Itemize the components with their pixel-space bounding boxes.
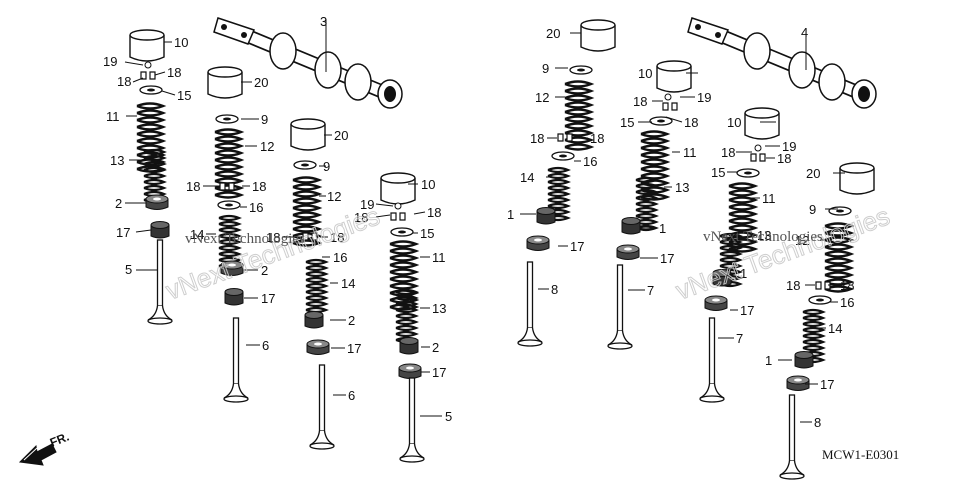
callout: 20 <box>806 166 820 181</box>
callout: 18 <box>117 74 131 89</box>
callout: 14 <box>190 227 204 242</box>
callout: 1 <box>507 207 514 222</box>
callout: 19 <box>103 54 117 69</box>
callout: 12 <box>327 189 341 204</box>
callout: 13 <box>432 301 446 316</box>
callout: 18 <box>786 278 800 293</box>
watermark-right: vNext Technologies vNext Technologies <box>671 200 894 306</box>
right-assembly-column-3 <box>699 107 780 403</box>
callout: 18 <box>721 145 735 160</box>
callout: 18 <box>633 94 647 109</box>
callout: 15 <box>420 226 434 241</box>
callout: 1 <box>659 221 666 236</box>
front-label: FR. <box>48 430 71 450</box>
leader-lines <box>124 19 845 423</box>
callout: 6 <box>348 388 355 403</box>
callout: 17 <box>820 377 834 392</box>
callout: 11 <box>432 250 446 265</box>
callout: 5 <box>445 409 452 424</box>
callout: 17 <box>660 251 674 266</box>
callout: 19 <box>697 90 711 105</box>
callout: 10 <box>638 66 652 81</box>
watermark-text: vNext Technologies <box>672 200 894 305</box>
callout: 14 <box>341 276 355 291</box>
callout: 13 <box>110 153 124 168</box>
callout: 19 <box>782 139 796 154</box>
callout: 18 <box>840 278 854 293</box>
callout: 11 <box>683 145 697 160</box>
callout: 18 <box>252 179 266 194</box>
callout: 8 <box>814 415 821 430</box>
callout: 18 <box>530 131 544 146</box>
callout: 18 <box>167 65 181 80</box>
watermark-text-small: vNext Technologies <box>703 229 823 245</box>
left-assembly-column-1 <box>129 29 173 325</box>
callout: 20 <box>254 75 268 90</box>
callout: 17 <box>432 365 446 380</box>
callout: 20 <box>546 26 560 41</box>
callout: 12 <box>260 139 274 154</box>
callout: 4 <box>801 25 808 40</box>
watermark-text-small: vNext Technologies <box>185 231 305 247</box>
callout: 13 <box>675 180 689 195</box>
callout: 17 <box>261 291 275 306</box>
callout: 2 <box>348 313 355 328</box>
right-assembly-column-2 <box>607 60 692 350</box>
part-code: MCW1-E0301 <box>822 447 899 462</box>
callout: 3 <box>320 14 327 29</box>
callout: 9 <box>809 202 816 217</box>
callout: 18 <box>330 230 344 245</box>
callout: 12 <box>795 233 809 248</box>
front-arrow: FR. <box>18 430 71 466</box>
callout: 16 <box>249 200 263 215</box>
callout: 16 <box>840 295 854 310</box>
callout: 8 <box>551 282 558 297</box>
callout: 9 <box>261 112 268 127</box>
callout: 17 <box>347 341 361 356</box>
callout: 14 <box>520 170 534 185</box>
callout: 18 <box>186 179 200 194</box>
callout: 2 <box>261 263 268 278</box>
callout: 18 <box>684 115 698 130</box>
callout: 6 <box>262 338 269 353</box>
callout: 10 <box>421 177 435 192</box>
callout: 19 <box>360 197 374 212</box>
callout: 15 <box>177 88 191 103</box>
callout: 15 <box>620 115 634 130</box>
callout: 2 <box>432 340 439 355</box>
camshaft-right <box>688 18 876 108</box>
callout: 1 <box>740 266 747 281</box>
callout: 2 <box>115 196 122 211</box>
callout: 14 <box>828 321 842 336</box>
callout: 18 <box>777 151 791 166</box>
callout: 11 <box>106 109 120 124</box>
callout: 17 <box>570 239 584 254</box>
callout: 7 <box>647 283 654 298</box>
callout: 10 <box>174 35 188 50</box>
callout: 20 <box>334 128 348 143</box>
callout: 12 <box>535 90 549 105</box>
callout: 18 <box>590 131 604 146</box>
callout: 13 <box>757 228 771 243</box>
callout: 17 <box>116 225 130 240</box>
callout: 7 <box>736 331 743 346</box>
callout: 9 <box>323 159 330 174</box>
callout: 18 <box>266 230 280 245</box>
callout: 10 <box>727 115 741 130</box>
callout: 16 <box>583 154 597 169</box>
left-assembly-column-4 <box>380 172 425 463</box>
callout: 18 <box>354 210 368 225</box>
callout-labels: 10 19 18 18 15 11 13 2 17 5 3 20 9 12 18… <box>103 14 854 430</box>
callout: 17 <box>740 303 754 318</box>
callout: 15 <box>711 165 725 180</box>
callout: 11 <box>762 191 776 206</box>
callout: 18 <box>427 205 441 220</box>
callout: 1 <box>765 353 772 368</box>
callout: 5 <box>125 262 132 277</box>
callout: 16 <box>333 250 347 265</box>
callout: 9 <box>542 61 549 76</box>
